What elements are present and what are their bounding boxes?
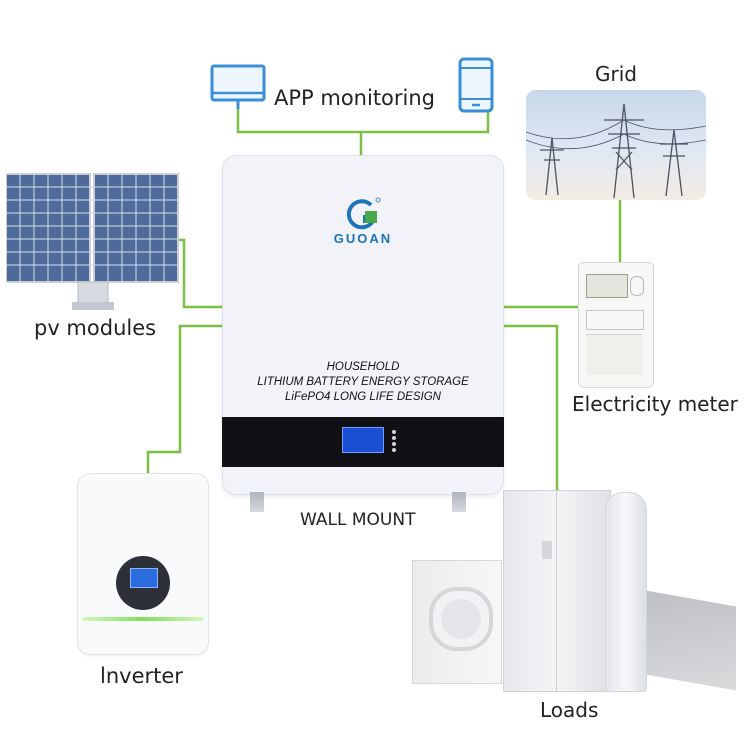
smartphone-icon [458,57,494,113]
grid-label: Grid [595,62,637,86]
wall-mount-foot-left [250,492,264,512]
air-conditioner-tower [605,492,647,692]
solar-panel-icon [6,173,179,310]
electricity-meter [578,262,654,388]
inverter-label: lnverter [100,664,183,688]
battery-lcd-display [342,427,384,453]
guoan-logo-icon [346,197,381,230]
inverter-unit [78,474,208,654]
battery-text-line2: LITHIUM BATTERY ENERGY STORAGE [257,376,469,388]
battery-text-line3: LiFePO4 LONG LIFE DESIGN [285,391,441,403]
grid-photo [526,90,706,200]
tv-appliance [640,589,736,691]
wall-mount-foot-right [452,492,466,512]
brand-name: GUOAN [333,231,393,246]
wire-pv [177,238,222,309]
pv-modules-label: pv modules [34,316,157,340]
battery-unit: GUOAN HOUSEHOLD LITHIUM BATTERY ENERGY S… [222,155,504,495]
refrigerator [503,490,611,692]
app-monitoring-label: APP monitoring [274,86,436,110]
wall-mount-label: WALL MOUNT [300,510,416,530]
wire-loads [504,324,559,492]
monitor-icon [210,64,266,109]
wire-monitor [236,108,490,134]
electricity-meter-label: Electricity meter [572,392,738,416]
wire-inverter [146,324,222,474]
washing-machine [412,560,502,684]
loads-label: Loads [540,698,599,722]
battery-text-line1: HOUSEHOLD [326,361,400,373]
power-tower-icon [526,103,706,199]
